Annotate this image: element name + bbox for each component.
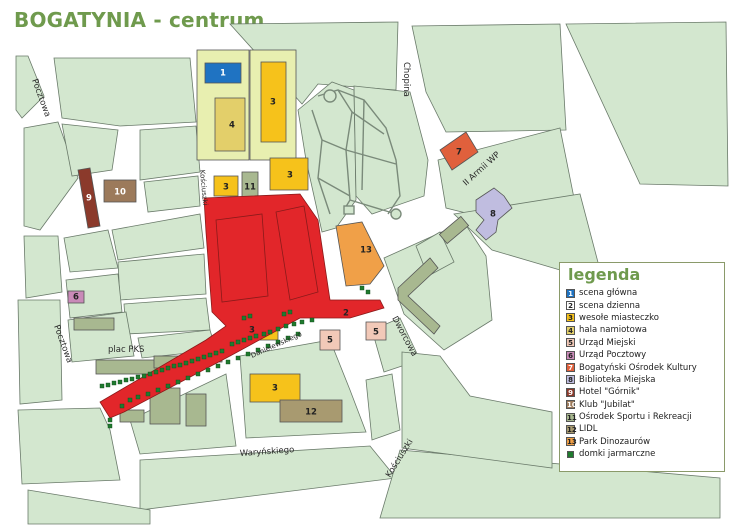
legend-swatch: 2 (566, 301, 575, 311)
legend-label: Klub "Jubilat" (579, 399, 635, 410)
street-waryskiego: Waryńskiego (240, 445, 295, 459)
legend-label: Bogatyński Ośrodek Kultury (579, 362, 697, 373)
event-area (99, 193, 385, 419)
legend-item: 2 scena dzienna (566, 299, 718, 311)
hotel-gornik-block (77, 167, 101, 229)
scena-glowna-block (204, 62, 242, 84)
street-chopina: Chopina (401, 62, 411, 97)
marker-12: 12 (305, 408, 317, 418)
marker-3c: 3 (223, 183, 229, 193)
marker-3d: 3 (249, 326, 255, 336)
marker-3b: 3 (287, 171, 293, 181)
market-stalls (99, 285, 371, 429)
wesole-miasteczko-block-5 (249, 373, 301, 403)
legend-swatch: 9 (566, 387, 575, 397)
marker-13: 13 (360, 246, 372, 256)
urzad-miejski-block-2 (365, 321, 387, 341)
marker-2: 2 (343, 309, 349, 319)
legend-swatch (567, 450, 574, 458)
legend-item: 4 hala namiotowa (566, 324, 718, 336)
legend-label: scena dzienna (579, 300, 641, 311)
legend-panel: legenda 1 scena główna 2 scena dzienna 3 weso… (559, 262, 725, 472)
marker-10: 10 (114, 188, 126, 198)
legend-label: Hotel "Górnik" (579, 387, 640, 398)
legend-item: 1 scena główna (566, 287, 718, 299)
marker-1: 1 (220, 69, 226, 79)
legend-label: wesołe miasteczko (579, 312, 659, 323)
legend-swatch: 10 (566, 400, 577, 410)
legend-label: Ośrodek Sportu i Rekreacji (579, 412, 692, 423)
legend-label: domki jarmarczne (579, 449, 656, 460)
marker-9: 9 (86, 194, 92, 204)
legend-swatch: 8 (566, 375, 575, 385)
legend-label: Biblioteka Miejska (579, 374, 656, 385)
legend-swatch: 5 (566, 338, 575, 348)
marker-11: 11 (244, 183, 256, 193)
legend-swatch: 11 (566, 412, 577, 422)
bok-block (439, 131, 479, 171)
legend-title: legenda (568, 265, 641, 284)
park-paths (311, 89, 402, 220)
marker-5b: 5 (373, 328, 379, 338)
legend-item: domki jarmarczne (566, 448, 718, 460)
legend-swatch: 1 (566, 288, 575, 298)
building-numbers: 1 2 3 3 3 3 3 4 5 5 6 7 8 9 10 11 12 13 (73, 69, 496, 418)
hala-namiotowa-block (214, 97, 246, 152)
legend-item: 5 Urząd Miejski (566, 337, 718, 349)
marker-7: 7 (456, 148, 462, 158)
legend-label: hala namiotowa (579, 325, 647, 336)
urzad-miejski-block-1 (319, 329, 341, 351)
wesole-miasteczko-block-3 (213, 175, 239, 197)
legend-label: Urząd Pocztowy (579, 350, 647, 361)
biblioteka-block (475, 187, 513, 241)
marker-3a: 3 (270, 98, 276, 108)
wesole-miasteczko-block-1 (260, 61, 287, 143)
map-title: BOGATYNIA - centrum (14, 8, 265, 32)
marker-8: 8 (490, 210, 496, 220)
legend-swatch: 6 (566, 350, 575, 360)
legend-list: 1 scena główna 2 scena dzienna 3 wesołe miast… (566, 287, 718, 460)
legend-label: Park Dinozaurów (579, 436, 651, 447)
legend-item: 8 Biblioteka Miejska (566, 374, 718, 386)
urzad-pocztowy-block (67, 290, 85, 304)
legend-swatch: 7 (566, 363, 575, 373)
marker-4: 4 (229, 121, 235, 131)
marker-6: 6 (73, 293, 79, 303)
street-kosciuszki-top: Kościuszki (198, 169, 209, 205)
place-pks-label: plac PKS (108, 345, 144, 355)
marker-3e: 3 (272, 384, 278, 394)
legend-label: LIDL (579, 424, 598, 435)
legend-swatch: 13 (566, 437, 577, 447)
legend-item: 6 Urząd Pocztowy (566, 349, 718, 361)
legend-swatch: 3 (566, 313, 575, 323)
wesole-miasteczko-block-2 (269, 157, 309, 191)
marker-5a: 5 (327, 336, 333, 346)
legend-swatch: 12 (566, 424, 577, 434)
lidl-block (279, 399, 343, 423)
legend-item: 7 Bogatyński Ośrodek Kultury (566, 361, 718, 373)
legend-item: 3 wesołe miasteczko (566, 312, 718, 324)
legend-label: Urząd Miejski (579, 337, 636, 348)
park-dinozaurow-block (335, 221, 385, 287)
legend-item: 9 Hotel "Górnik" (566, 386, 718, 398)
legend-swatch: 4 (566, 325, 575, 335)
klub-jubilat-block (103, 179, 137, 203)
legend-label: scena główna (579, 288, 638, 299)
